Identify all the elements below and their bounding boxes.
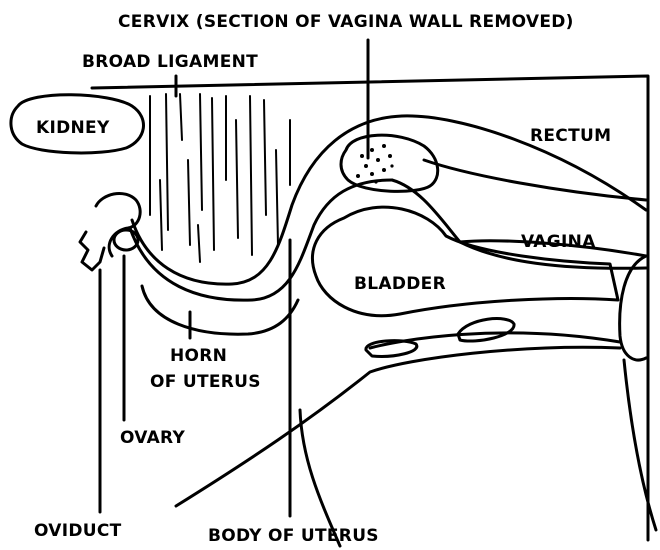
- vagina-outline-upper: [392, 180, 646, 256]
- label-vagina: VAGINA: [521, 232, 596, 253]
- tail-outline: [624, 360, 656, 530]
- rectum-wall: [424, 160, 646, 200]
- label-body-of-uterus: BODY OF UTERUS: [208, 526, 379, 547]
- oviduct-fimbria: [80, 232, 104, 270]
- vulva-outline: [620, 256, 646, 360]
- urethral-bulb-right: [458, 319, 514, 341]
- bladder-outline: [312, 207, 618, 316]
- label-cervix: CERVIX (SECTION OF VAGINA WALL REMOVED): [118, 12, 574, 33]
- broad-ligament-fibers: [150, 94, 290, 262]
- uterus-outline-inner: [130, 180, 392, 300]
- label-bladder: BLADDER: [354, 274, 446, 295]
- cervix-ring: [341, 135, 438, 191]
- label-of-uterus: OF UTERUS: [150, 372, 261, 393]
- label-kidney: KIDNEY: [36, 118, 110, 139]
- label-broad-ligament: BROAD LIGAMENT: [82, 52, 258, 73]
- label-ovary: OVARY: [120, 428, 185, 449]
- label-oviduct: OVIDUCT: [34, 521, 122, 542]
- label-rectum: RECTUM: [530, 126, 611, 147]
- label-horn: HORN: [170, 346, 227, 367]
- cervix-texture: [356, 144, 394, 184]
